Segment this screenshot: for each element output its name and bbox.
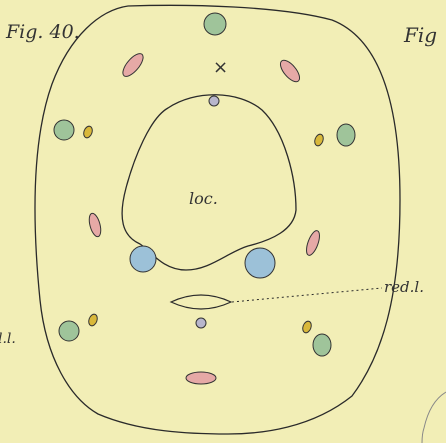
reduced-locule-outline — [171, 295, 231, 309]
lilac-dot-top — [209, 96, 219, 106]
partial-figure-label: Fig — [403, 23, 437, 47]
green-bundle-right — [337, 124, 355, 146]
yellow-bundle-lower-left — [87, 313, 99, 327]
partial-figure-outline — [422, 392, 446, 443]
lilac-dot-bottom — [196, 318, 206, 328]
green-bundle-top — [204, 13, 226, 35]
pink-bundle-mid-left — [87, 212, 103, 238]
partial-ll-label: l.l. — [0, 331, 16, 347]
cross-mark: × — [213, 57, 228, 78]
reduced-locule-label: red.l. — [384, 278, 424, 296]
pink-bundle-upper-right — [277, 57, 303, 85]
yellow-bundle-right — [313, 133, 325, 147]
locule-outline — [122, 95, 296, 270]
locule-label: loc. — [189, 189, 218, 208]
reduced-locule-leader — [232, 288, 382, 302]
yellow-bundle-lower-right — [301, 320, 313, 334]
pink-bundle-mid-right — [304, 229, 322, 257]
yellow-bundle-left — [82, 125, 94, 139]
green-bundle-lower-right — [313, 334, 331, 356]
green-bundle-left — [54, 120, 74, 140]
pink-bundle-upper-left — [119, 50, 146, 79]
blue-bundle-left — [130, 246, 156, 272]
green-bundle-lower-left — [59, 321, 79, 341]
pink-bundle-bottom — [186, 372, 216, 384]
blue-bundle-right — [245, 248, 275, 278]
figure-label: Fig. 40. — [5, 21, 80, 43]
